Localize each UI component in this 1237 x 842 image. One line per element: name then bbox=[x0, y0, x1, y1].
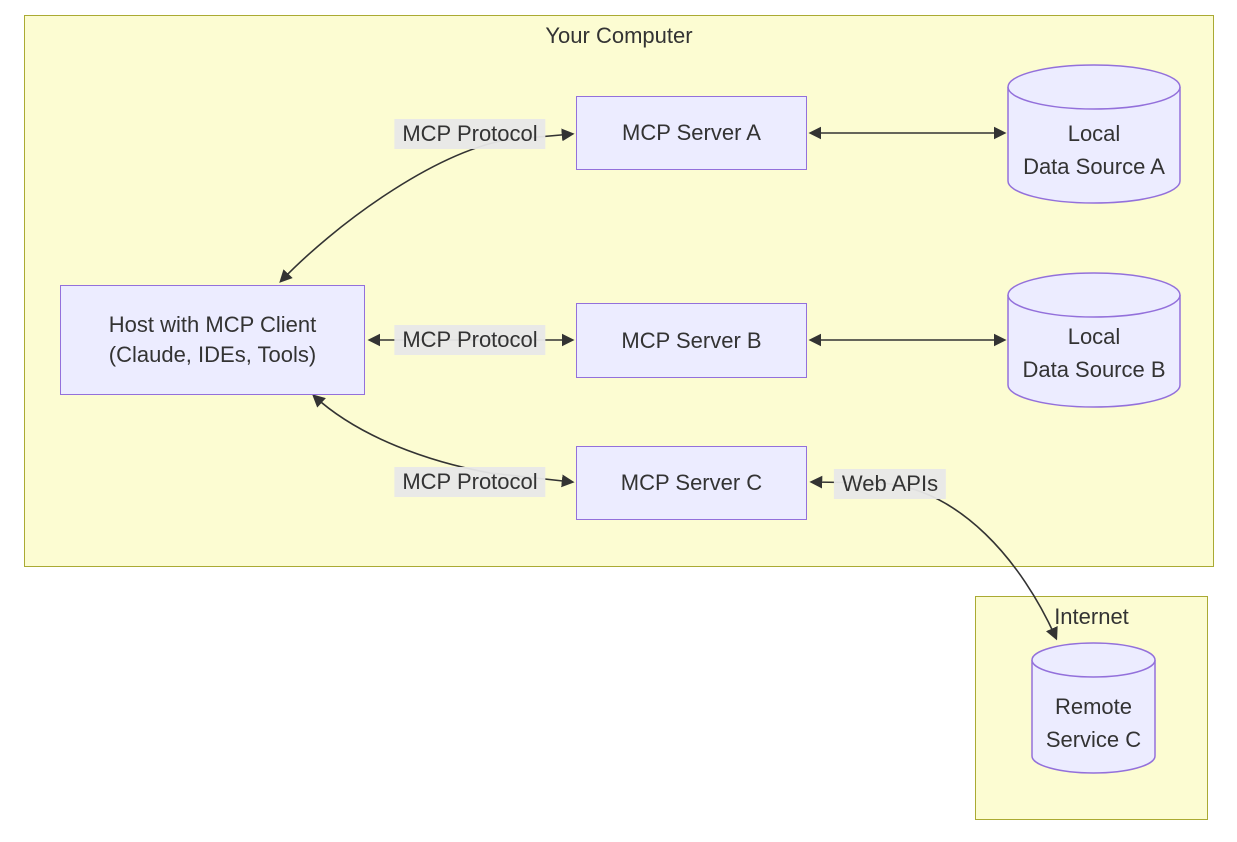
node-remote-service-c-line2: Service C bbox=[1045, 727, 1142, 752]
node-remote-service-c-line1: Remote bbox=[1054, 694, 1133, 719]
node-data-source-a-line1: Local bbox=[1067, 121, 1121, 146]
node-mcp-server-c: MCP Server C bbox=[576, 446, 807, 520]
node-host-line1: Host with MCP Client bbox=[108, 312, 317, 337]
node-mcp-server-c-label: MCP Server C bbox=[620, 470, 763, 495]
node-data-source-b-line1: Local bbox=[1067, 324, 1121, 349]
edge-label-web-apis: Web APIs bbox=[833, 469, 947, 499]
node-mcp-server-a: MCP Server A bbox=[576, 96, 807, 170]
edge-host-server-a bbox=[279, 128, 575, 283]
node-mcp-server-a-label: MCP Server A bbox=[622, 120, 761, 145]
node-data-source-b-text: Local Data Source B bbox=[1008, 306, 1180, 400]
node-mcp-server-b: MCP Server B bbox=[576, 303, 807, 378]
node-data-source-a-text: Local Data Source A bbox=[1008, 103, 1180, 197]
cylinder-data-source-b bbox=[1007, 272, 1181, 408]
cylinder-remote-service-c bbox=[1031, 642, 1156, 774]
node-remote-service-c-text: Remote Service C bbox=[1032, 676, 1155, 770]
cylinder-remote-service-c-top bbox=[1031, 642, 1156, 678]
cylinder-data-source-b-top bbox=[1007, 272, 1181, 318]
cylinder-data-source-a-body bbox=[1007, 87, 1181, 204]
cluster-your-computer-title: Your Computer bbox=[545, 23, 693, 48]
node-data-source-b-line2: Data Source B bbox=[1022, 357, 1166, 382]
edge-server-c-remote-c bbox=[809, 475, 1058, 641]
node-mcp-server-b-label: MCP Server B bbox=[621, 327, 762, 353]
node-host: Host with MCP Client (Claude, IDEs, Tool… bbox=[60, 285, 365, 395]
node-host-line2: (Claude, IDEs, Tools) bbox=[108, 342, 317, 367]
edge-label-mcp-protocol-c: MCP Protocol bbox=[394, 467, 546, 497]
cylinder-data-source-b-body bbox=[1007, 295, 1181, 408]
edge-label-mcp-protocol-a: MCP Protocol bbox=[394, 119, 546, 149]
edge-label-mcp-protocol-b: MCP Protocol bbox=[394, 325, 546, 355]
cylinder-remote-service-c-body bbox=[1031, 660, 1156, 774]
cylinder-data-source-a-top bbox=[1007, 64, 1181, 110]
cluster-internet-title: Internet bbox=[1054, 604, 1129, 629]
cylinder-data-source-a bbox=[1007, 64, 1181, 204]
node-data-source-a-line2: Data Source A bbox=[1023, 154, 1165, 179]
